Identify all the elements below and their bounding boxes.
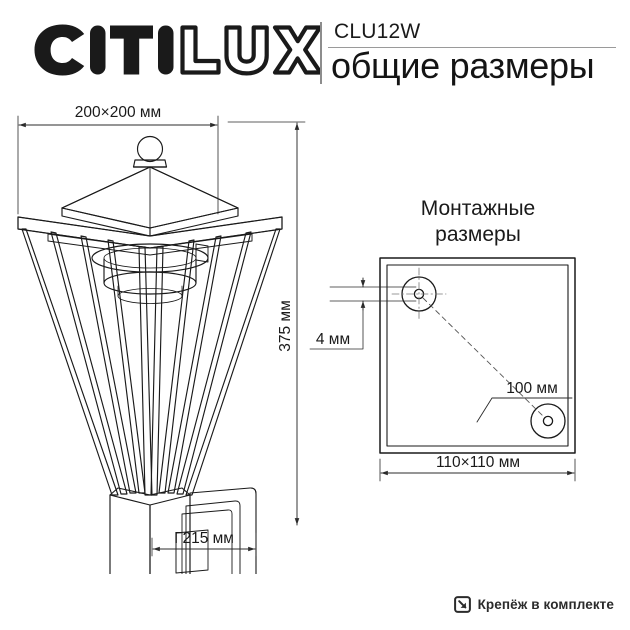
mounting-plate bbox=[379, 257, 576, 454]
lantern-drawing bbox=[17, 135, 283, 574]
hole-spacing-line bbox=[422, 297, 545, 418]
mounting-title-line2: размеры bbox=[435, 223, 521, 246]
fasteners-included-label: Крепёж в комплекте bbox=[477, 597, 614, 612]
edge-offset-dimension bbox=[309, 277, 417, 350]
header-divider-vertical bbox=[320, 22, 322, 84]
plate-size-label: 110×110 мм bbox=[436, 454, 520, 471]
mounting-hole-bottom-right bbox=[530, 403, 566, 439]
hole-spacing-callout-leader bbox=[476, 397, 573, 423]
page-footer: Крепёж в комплекте bbox=[0, 586, 630, 630]
dimension-width-label: 200×200 мм bbox=[75, 104, 161, 121]
dimension-depth-label: Г215 мм bbox=[174, 530, 234, 547]
page-title: общие размеры bbox=[331, 45, 595, 86]
model-code: CLU12W bbox=[334, 20, 421, 43]
hole-centerlines bbox=[391, 267, 447, 321]
plate-size-dimension bbox=[379, 458, 576, 482]
fasteners-included-note: Крепёж в комплекте bbox=[453, 596, 614, 613]
mounting-title-line1: Монтажные bbox=[421, 197, 536, 220]
dimension-height-label: 375 мм bbox=[277, 300, 294, 351]
technical-drawing-area: 200×200 мм 375 мм Г215 мм Монтажные разм… bbox=[0, 96, 630, 574]
arrow-into-box-icon bbox=[453, 596, 471, 613]
citilux-logo bbox=[32, 22, 322, 78]
hole-spacing-label: 100 мм bbox=[506, 380, 557, 397]
lantern-dimensions bbox=[17, 115, 306, 557]
page-header: CLU12W общие размеры bbox=[0, 0, 630, 96]
header-divider-horizontal bbox=[328, 47, 616, 48]
edge-offset-label: 4 мм bbox=[316, 331, 350, 348]
